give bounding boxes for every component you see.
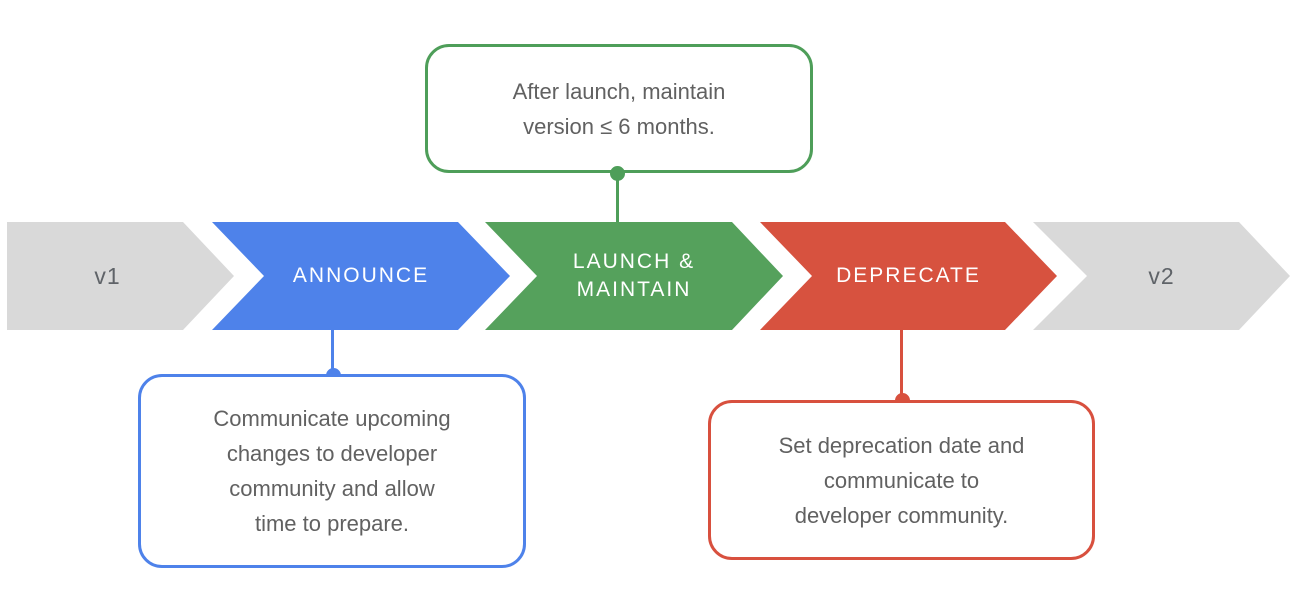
connector-line-announce [331,330,334,375]
stage-v1-chevron: v1 [7,222,234,330]
stage-deprecate-label: DEPRECATE [836,264,981,287]
callout-launch-note-line: version ≤ 6 months. [523,113,715,139]
stage-v2-label: v2 [1148,263,1175,289]
connector-dot-launch [610,166,625,181]
stage-announce-chevron: ANNOUNCE [212,222,510,330]
callout-announce-note-line: Communicate upcoming [213,406,451,431]
callout-launch-note: After launch, maintain version ≤ 6 month… [425,44,813,173]
stage-v1-label: v1 [94,263,121,289]
stage-launch-maintain-label-line1: LAUNCH & [572,250,696,273]
stage-announce-label: ANNOUNCE [292,264,430,287]
callout-deprecate-note-line: communicate to [823,467,980,493]
connector-line-deprecate [900,330,903,400]
stage-launch-maintain-chevron: LAUNCH & MAINTAIN [485,222,783,330]
callout-deprecate-note: Set deprecation date and communicate to … [708,400,1095,560]
connector-line-launch [616,173,619,222]
callout-announce-note-line: time to prepare. [254,511,410,536]
stage-launch-maintain-label-line2: MAINTAIN [576,278,692,301]
stage-deprecate-chevron: DEPRECATE [760,222,1057,330]
callout-announce-note: Communicate upcoming changes to develope… [138,374,526,568]
callout-launch-note-line: After launch, maintain [512,78,726,104]
callout-deprecate-note-line: Set deprecation date and [778,432,1025,458]
callout-deprecate-note-line: developer community. [794,502,1009,528]
callout-announce-note-line: community and allow [229,476,435,501]
stage-v2-chevron: v2 [1033,222,1290,330]
callout-announce-note-line: changes to developer [226,441,438,466]
